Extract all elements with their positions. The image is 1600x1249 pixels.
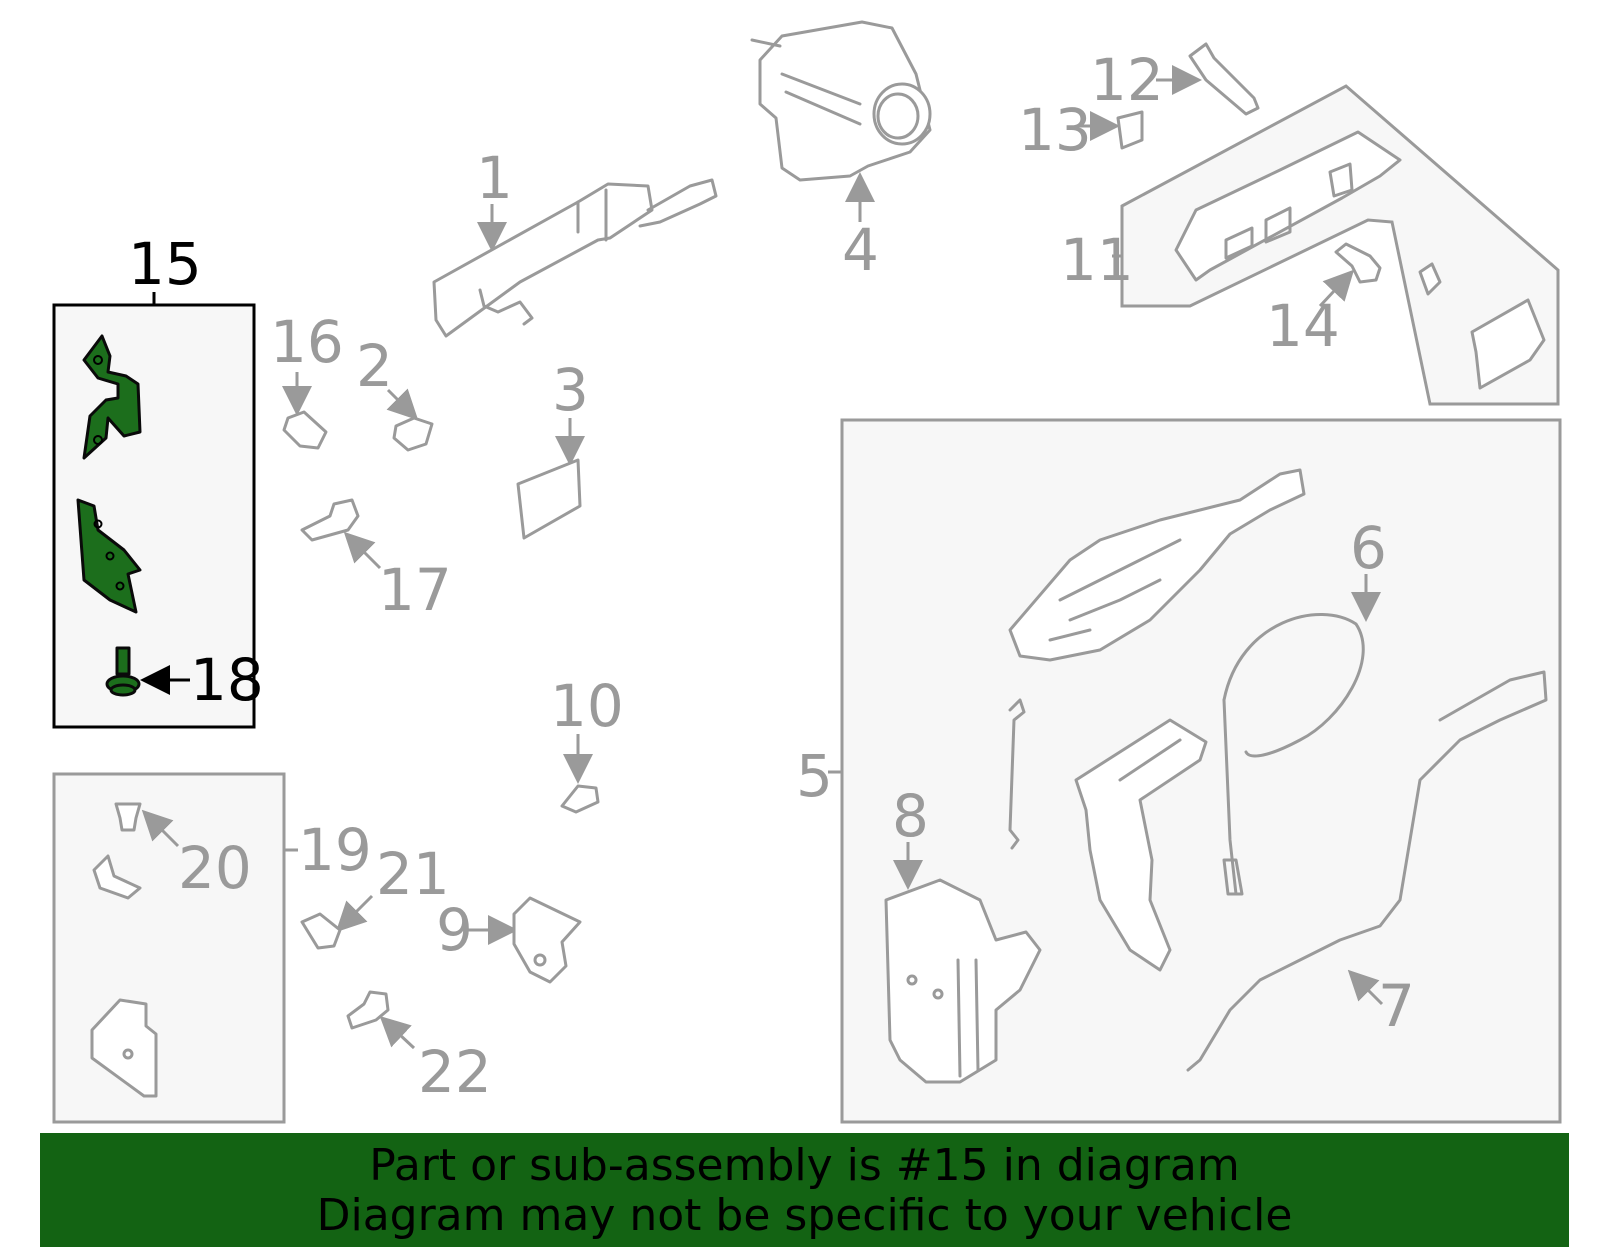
- part-6-cable[interactable]: [1222, 612, 1365, 896]
- part-14-bolt[interactable]: [1334, 242, 1382, 284]
- callout-1[interactable]: 1: [476, 144, 513, 212]
- callout-14[interactable]: 14: [1266, 292, 1340, 360]
- part-21-screw[interactable]: [300, 912, 342, 950]
- part-11-group[interactable]: [1120, 84, 1560, 406]
- callout-20[interactable]: 20: [178, 834, 252, 902]
- part-17-bolt[interactable]: [300, 498, 360, 542]
- callout-18[interactable]: 18: [190, 646, 264, 714]
- part-15-lower-bracket[interactable]: [76, 498, 142, 614]
- callout-17[interactable]: 17: [378, 556, 452, 624]
- callout-3[interactable]: 3: [552, 356, 589, 424]
- callout-2[interactable]: 2: [356, 332, 393, 400]
- part-19-large-bracket[interactable]: [90, 998, 158, 1098]
- banner-line-2: Diagram may not be specific to your vehi…: [316, 1190, 1293, 1241]
- callout-21[interactable]: 21: [376, 840, 450, 908]
- part-8-latch[interactable]: [884, 878, 1042, 1084]
- part-9-bracket[interactable]: [512, 896, 582, 984]
- part-1-handle[interactable]: [432, 178, 718, 338]
- callout-7[interactable]: 7: [1378, 972, 1415, 1040]
- part-5-inner-handle[interactable]: [1008, 468, 1306, 662]
- info-banner: Part or sub-assembly is #15 in diagram D…: [40, 1133, 1569, 1247]
- part-13-clip[interactable]: [1116, 110, 1144, 150]
- part-4-lock-cylinder[interactable]: [750, 20, 932, 182]
- part-20-clip[interactable]: [114, 802, 142, 832]
- callout-11[interactable]: 11: [1060, 226, 1134, 294]
- callout-13[interactable]: 13: [1018, 96, 1092, 164]
- callout-4[interactable]: 4: [842, 216, 879, 284]
- banner-line-1: Part or sub-assembly is #15 in diagram: [369, 1140, 1240, 1191]
- callout-16[interactable]: 16: [270, 308, 344, 376]
- callout-15[interactable]: 15: [128, 230, 202, 298]
- callout-9[interactable]: 9: [436, 896, 473, 964]
- part-3-pad[interactable]: [516, 458, 582, 540]
- part-7-cable[interactable]: [1186, 670, 1548, 1072]
- group-19-box: [52, 772, 286, 1124]
- callout-19[interactable]: 19: [298, 816, 372, 884]
- callout-12[interactable]: 12: [1090, 46, 1164, 114]
- part-22-bolt[interactable]: [346, 990, 390, 1030]
- callout-22[interactable]: 22: [418, 1038, 492, 1106]
- part-18-bolt[interactable]: [105, 646, 141, 697]
- part-10-screw[interactable]: [560, 784, 600, 814]
- callout-10[interactable]: 10: [550, 672, 624, 740]
- callout-5[interactable]: 5: [796, 742, 833, 810]
- part-5-bracket[interactable]: [1074, 718, 1208, 972]
- part-15-upper-bracket[interactable]: [82, 334, 142, 460]
- part-19-small-bracket[interactable]: [92, 854, 142, 900]
- callout-8[interactable]: 8: [892, 782, 929, 850]
- part-2-screw[interactable]: [392, 416, 434, 452]
- callout-6[interactable]: 6: [1350, 514, 1387, 582]
- part-12-bolt[interactable]: [1188, 42, 1260, 116]
- part-5-rod[interactable]: [1008, 698, 1026, 850]
- part-16-screw[interactable]: [282, 410, 328, 450]
